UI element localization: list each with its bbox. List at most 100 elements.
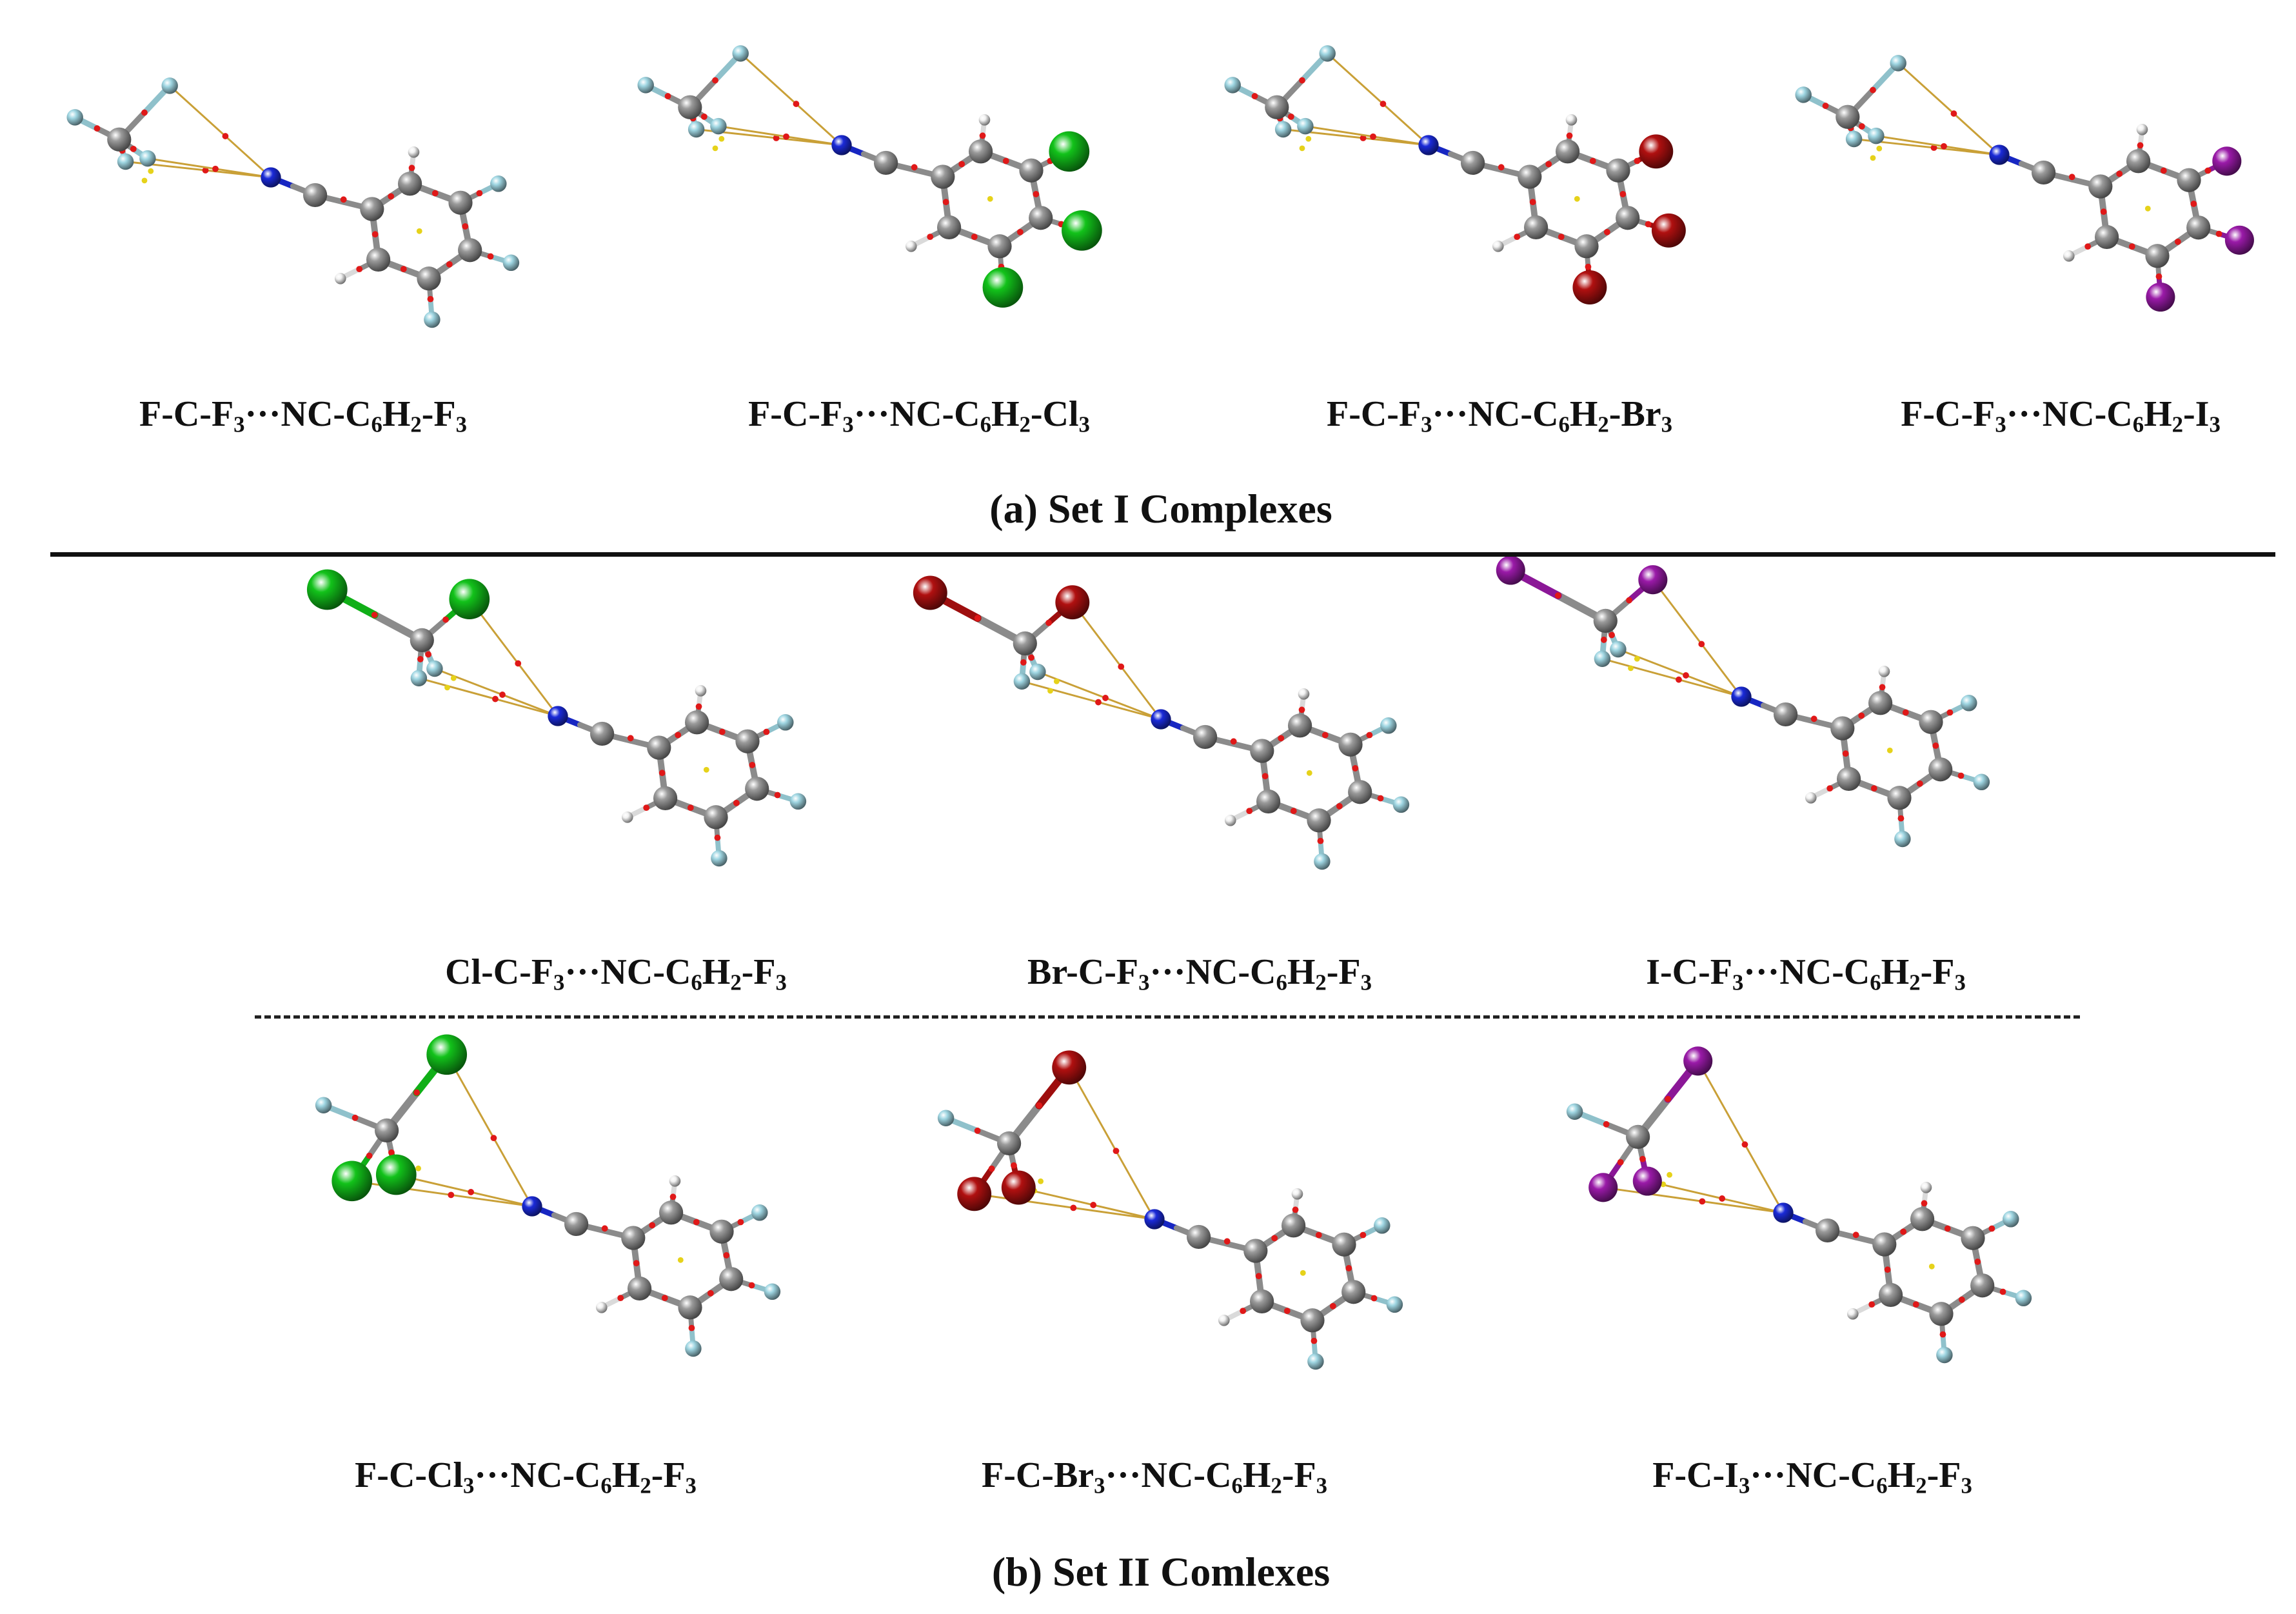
hydrogen-atom — [1218, 1314, 1230, 1326]
label-segment: I-C-F — [1646, 952, 1732, 992]
ring-bcp — [687, 804, 694, 811]
covalent-bcp — [1251, 93, 1258, 99]
fluorine-atom — [1961, 695, 1977, 712]
halogen-bond-path — [419, 677, 559, 717]
covalent-bcp — [417, 655, 424, 663]
covalent-bcp — [1366, 732, 1373, 739]
ring-carbon-atom — [745, 777, 769, 801]
label-subscript: 3 — [1138, 970, 1150, 995]
covalent-bcp — [1360, 1231, 1367, 1239]
label-segment: H — [1881, 952, 1910, 992]
ring-bcp — [2174, 238, 2181, 245]
fluorine-atom — [1566, 1103, 1583, 1120]
ring-bcp — [1529, 199, 1536, 206]
fluorine-atom — [410, 670, 428, 686]
chlorine-atom — [982, 267, 1024, 308]
ring-carbon-atom — [1307, 808, 1331, 833]
nitrile-carbon-atom — [1773, 702, 1798, 727]
ring-bcp — [707, 1290, 714, 1297]
ring-carbon-atom — [1606, 158, 1630, 183]
covalent-bcp — [1626, 597, 1632, 604]
fluorine-atom — [1594, 650, 1611, 667]
iodine-atom — [1638, 565, 1668, 595]
fluorine-atom — [1973, 773, 1990, 791]
nitrogen-atom — [831, 135, 852, 155]
nitrogen-atom — [1773, 1202, 1794, 1223]
hydrogen-atom — [1805, 792, 1817, 804]
intermolecular-rcp — [1053, 678, 1060, 684]
covalent-bcp — [974, 615, 981, 622]
covalent-bcp — [979, 132, 986, 139]
covalent-bcp — [737, 1219, 744, 1226]
ring-carbon-atom — [1300, 1308, 1325, 1333]
chlorine-atom — [306, 569, 348, 610]
ring-carbon-atom — [1029, 206, 1053, 230]
label-subscript: 3 — [685, 1473, 697, 1499]
covalent-bcp — [1240, 1308, 1247, 1314]
label-subscript: 6 — [1876, 1473, 1888, 1499]
chlorine-atom — [426, 1034, 468, 1075]
halogen-bond-path — [1018, 1186, 1155, 1220]
set1-complex-label-1: F-C-F3···NC-C6H2-F3 — [139, 394, 467, 436]
fluorine-atom — [1224, 77, 1241, 94]
intermolecular-rcp — [718, 135, 725, 142]
ring-bcp — [2116, 170, 2123, 177]
donor-carbon-atom — [1625, 1124, 1650, 1150]
ring-bcp — [718, 728, 726, 735]
ring-bcp — [1912, 1301, 1919, 1308]
fluorine-atom — [424, 311, 440, 328]
label-subscript: 3 — [1732, 970, 1744, 995]
ring-bcp — [1858, 712, 1865, 719]
ring-carbon-atom — [2088, 174, 2113, 199]
intermolecular-rcp — [141, 177, 148, 184]
ring-carbon-atom — [653, 786, 678, 811]
ring-carbon-atom — [458, 238, 482, 263]
label-subscript: 2 — [2172, 412, 2183, 437]
label-subscript: 3 — [1961, 1473, 1972, 1499]
nitrogen-atom — [1989, 144, 2010, 165]
row-divider-dashed-line — [255, 1015, 2080, 1019]
label-subscript: 3 — [1094, 1473, 1105, 1499]
ring-bcp — [1900, 1228, 1907, 1235]
set2-title: (b) Set II Comlexes — [991, 1549, 1331, 1595]
ring-bcp — [1944, 1225, 1951, 1232]
bromine-atom — [1001, 1170, 1036, 1205]
fluorine-atom — [1297, 117, 1314, 135]
hydrogen-atom — [1565, 114, 1578, 126]
chlorine-atom — [1062, 210, 1102, 251]
ring-critical-point — [1928, 1263, 1935, 1270]
covalent-bcp — [700, 114, 708, 120]
ring-bcp — [658, 770, 666, 777]
set2-row2-complex-label-2: F-C-Br3···NC-C6H2-F3 — [982, 1455, 1328, 1499]
label-segment: ···NC-C — [1750, 1455, 1877, 1495]
hydrogen-atom — [621, 811, 633, 823]
ring-bcp — [388, 193, 395, 200]
intermolecular-bcp — [515, 660, 522, 667]
ring-carbon-atom — [1249, 1289, 1274, 1314]
complex-structure-10 — [1566, 1046, 2032, 1364]
nitrogen-atom — [1151, 709, 1171, 730]
covalent-bcp — [356, 266, 363, 272]
covalent-bcp — [688, 1324, 695, 1331]
donor-carbon-atom — [107, 127, 132, 152]
ring-bcp — [693, 1219, 700, 1226]
label-subscript: 2 — [1915, 1473, 1927, 1499]
ring-carbon-atom — [1332, 1232, 1356, 1257]
covalent-bcp — [1810, 715, 1817, 722]
ring-carbon-atom — [1287, 713, 1312, 738]
donor-carbon-atom — [1593, 608, 1618, 633]
iodine-atom — [2224, 225, 2254, 255]
ring-carbon-atom — [417, 266, 441, 291]
label-subscript: 2 — [1271, 1473, 1282, 1499]
covalent-bcp — [1287, 114, 1294, 120]
covalent-bcp — [1317, 837, 1324, 844]
label-subscript: 6 — [980, 412, 991, 437]
label-subscript: 3 — [1738, 1473, 1750, 1499]
label-subscript: 3 — [1316, 1473, 1328, 1499]
covalent-bcp — [141, 109, 148, 116]
hydrogen-atom — [1878, 665, 1890, 677]
hydrogen-atom — [905, 240, 917, 252]
ring-carbon-atom — [704, 805, 728, 830]
ring-bcp — [1974, 1259, 1981, 1265]
fluorine-atom — [710, 117, 727, 135]
